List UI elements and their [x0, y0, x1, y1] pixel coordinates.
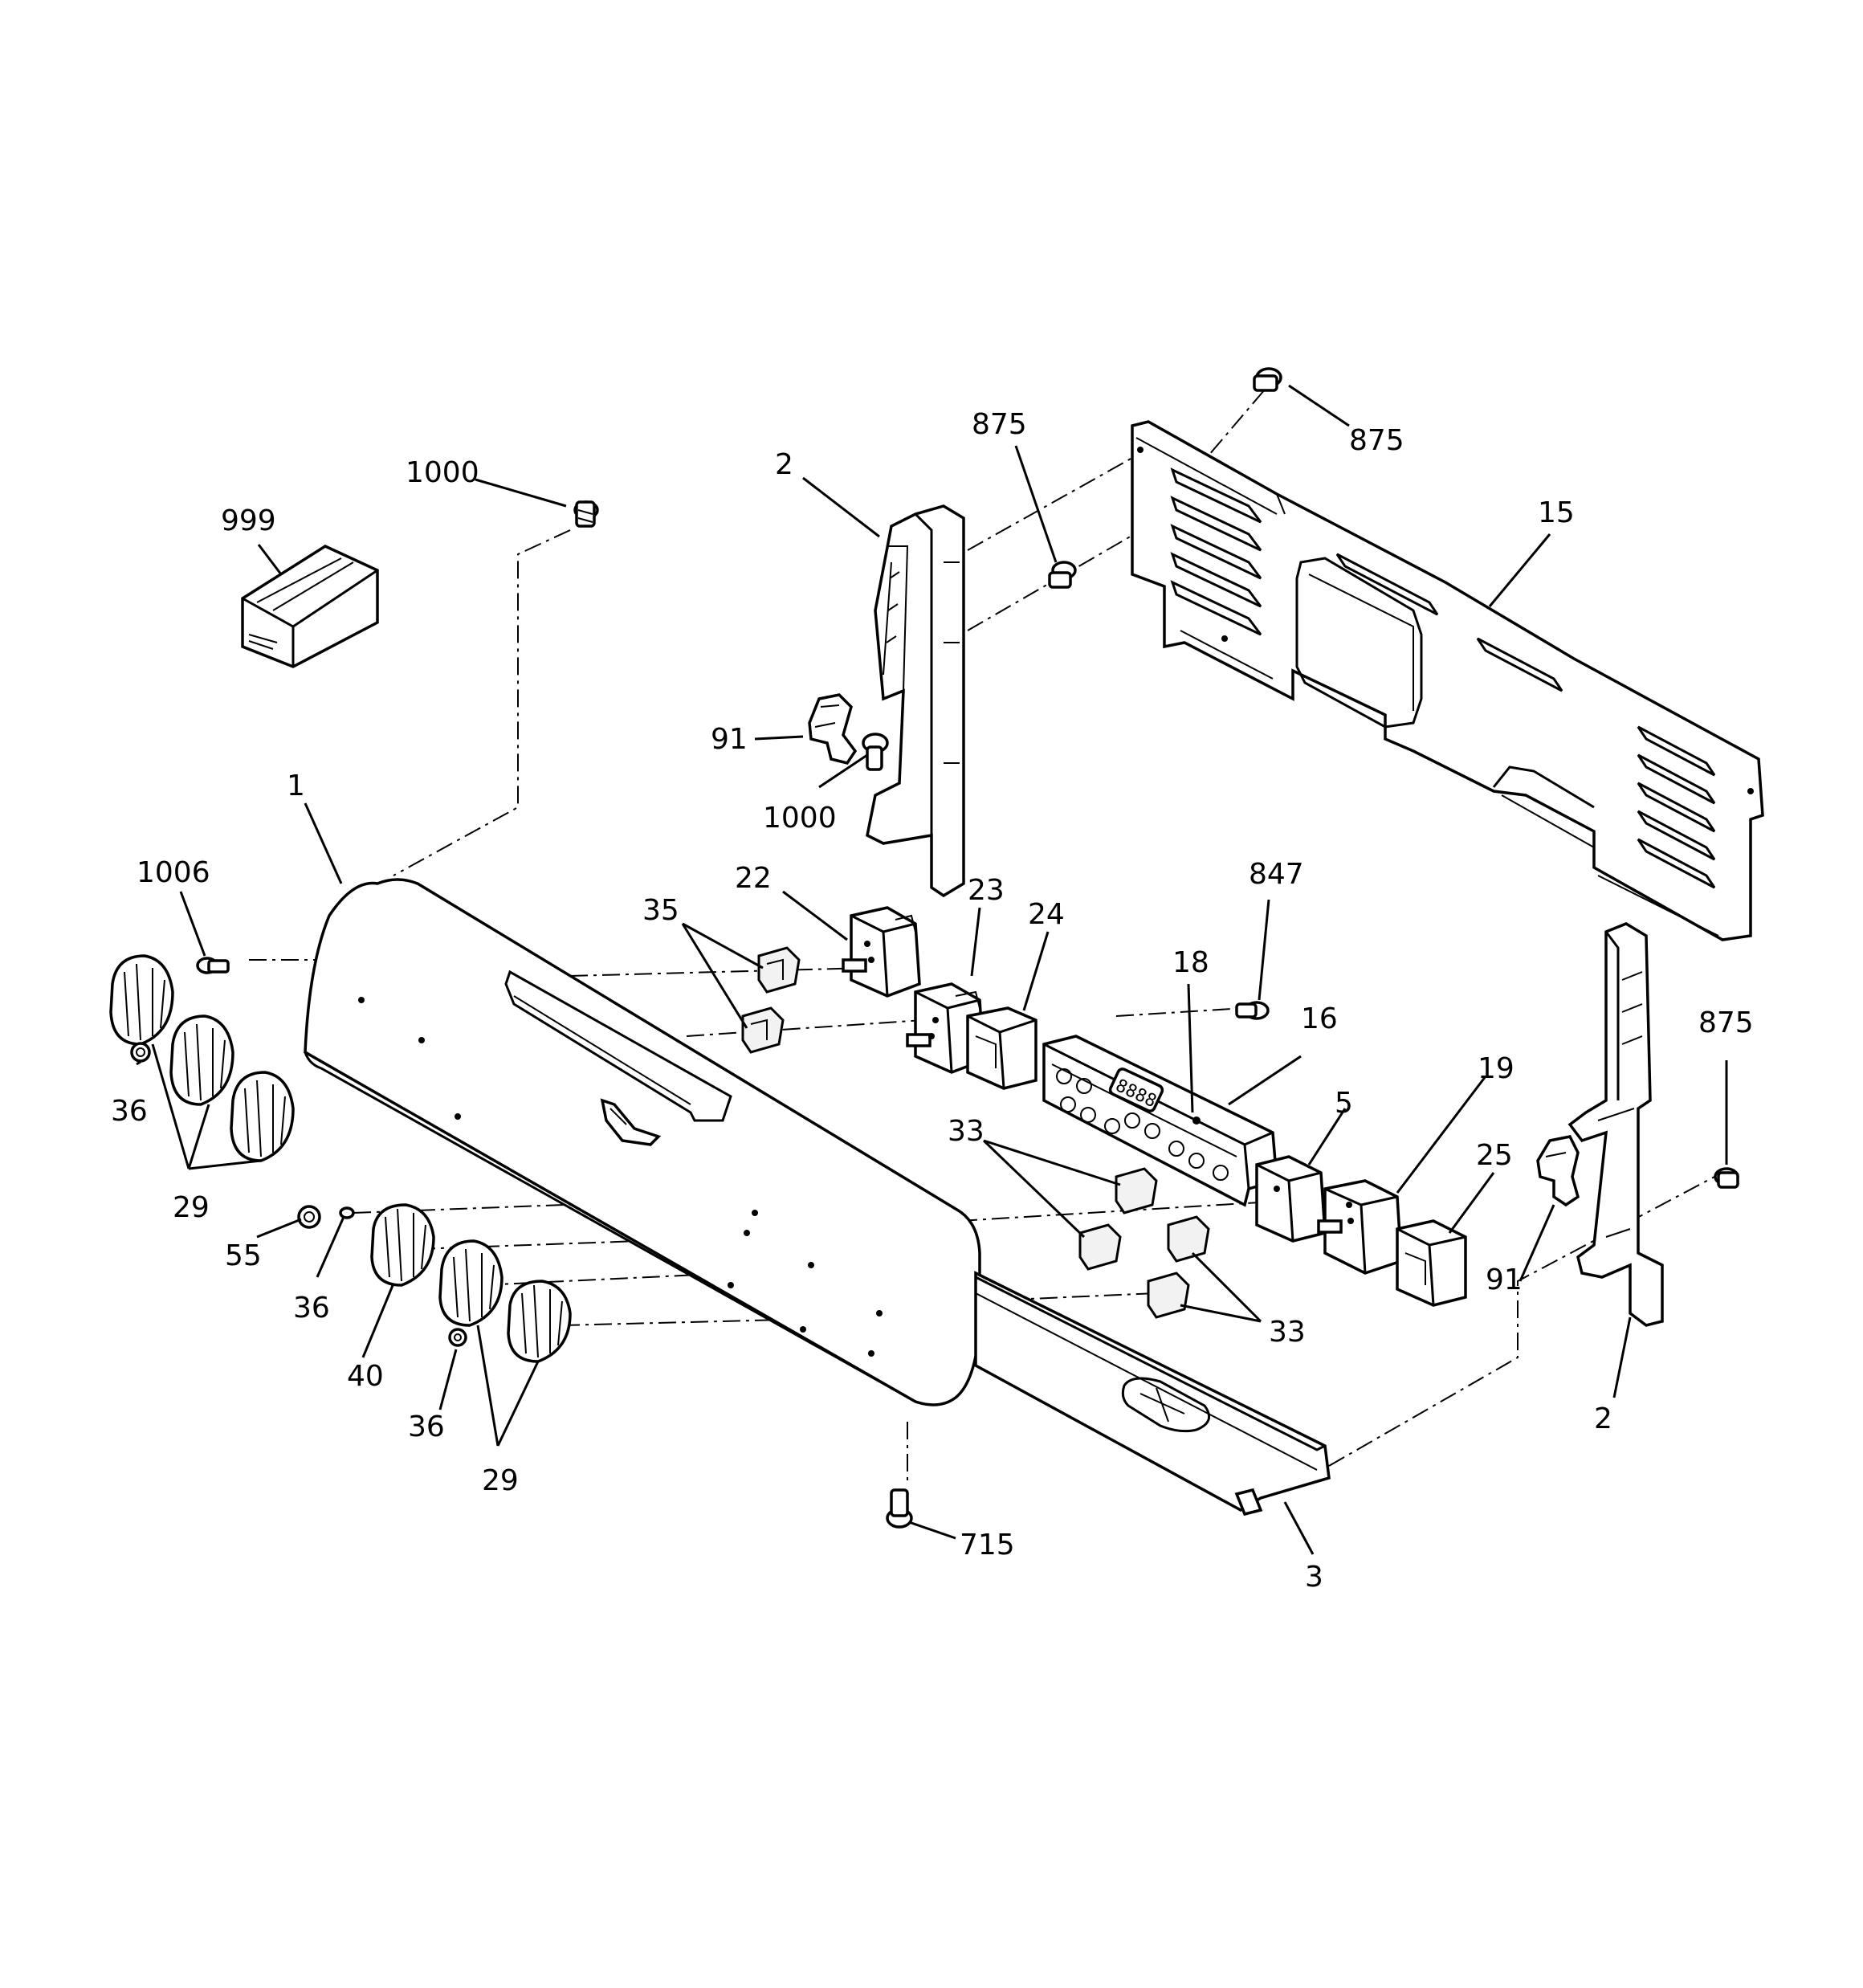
callout-36-left: 36	[111, 1095, 148, 1128]
part-1-control-panel	[304, 878, 981, 1406]
screw-1006	[196, 957, 230, 974]
part-25-switch	[1396, 1219, 1467, 1307]
callout-33-upper: 33	[948, 1115, 984, 1148]
leader-lines	[136, 384, 1728, 1555]
callout-1000-top: 1000	[406, 456, 479, 489]
callout-16: 16	[1301, 1002, 1338, 1035]
align-line-847	[1115, 1007, 1245, 1017]
callout-33-lower: 33	[1269, 1316, 1306, 1349]
align-line-lower-clip	[975, 1292, 1157, 1302]
knob-3	[230, 1071, 295, 1162]
part-2-right-bracket	[1567, 922, 1664, 1327]
part-3-lower-rail	[974, 1271, 1331, 1517]
nut-36-lower	[448, 1328, 467, 1347]
part-33-clip-b	[1078, 1223, 1122, 1271]
screw-715	[886, 1488, 913, 1529]
callout-25: 25	[1476, 1139, 1513, 1172]
callout-875-top: 875	[1349, 424, 1404, 457]
screw-847	[1235, 1001, 1270, 1020]
callout-labels: 999 1000 2 875 875 15 91 1000 1 1006 22 …	[111, 408, 1754, 1594]
screw-1000-top	[573, 500, 599, 528]
callout-1: 1	[287, 769, 305, 802]
part-24-switch	[966, 1006, 1037, 1090]
callout-40: 40	[347, 1360, 384, 1393]
screw-875-top	[1253, 367, 1282, 392]
callout-875-bracket: 875	[972, 408, 1027, 441]
part-33-clip-a	[1115, 1167, 1158, 1214]
callout-24: 24	[1028, 898, 1065, 931]
part-35-clip-a	[757, 946, 801, 994]
callout-715: 715	[960, 1529, 1015, 1561]
callout-36-lower: 36	[408, 1410, 445, 1443]
callout-5: 5	[1335, 1087, 1353, 1120]
align-line-bracket-upper	[967, 457, 1133, 551]
part-33-clip-c	[1167, 1215, 1210, 1263]
part-19-switch	[1317, 1179, 1403, 1275]
callout-29-upper: 29	[173, 1191, 210, 1224]
callout-23: 23	[968, 874, 1005, 907]
align-line-knob-4	[353, 1196, 776, 1214]
callout-29-lower: 29	[482, 1464, 519, 1497]
screw-875-bracket	[1048, 561, 1077, 589]
callout-1000-lower: 1000	[763, 802, 837, 835]
callout-55: 55	[225, 1239, 262, 1272]
callout-1006: 1006	[137, 856, 210, 889]
align-line-switch-22	[569, 967, 868, 977]
callout-999: 999	[221, 504, 276, 537]
part-15-back-panel	[1131, 420, 1764, 941]
washer-55	[297, 1205, 321, 1229]
callout-35: 35	[642, 894, 679, 927]
part-999-box	[241, 545, 379, 668]
knob-1	[109, 954, 174, 1046]
part-33-clip-d	[1147, 1272, 1190, 1319]
callout-19: 19	[1478, 1052, 1514, 1085]
screw-1000-lower	[862, 733, 889, 771]
part-91-clip-right	[1536, 1135, 1580, 1207]
part-16-electronic-control: 8888	[1042, 1035, 1278, 1207]
callout-847: 847	[1249, 858, 1304, 891]
align-line-rail-bracket	[1328, 1176, 1715, 1467]
part-35-clip-b	[741, 1006, 785, 1054]
part-5-switch	[1255, 1155, 1327, 1243]
callout-22: 22	[735, 862, 772, 895]
callout-18: 18	[1172, 946, 1209, 979]
screw-875-right	[1714, 1167, 1739, 1189]
part-2-left-bracket	[866, 504, 965, 898]
nut-36-left	[130, 1042, 151, 1063]
callout-91-top: 91	[711, 723, 748, 756]
part-91-clip-top	[808, 693, 858, 765]
callout-36-middle: 36	[293, 1292, 330, 1325]
align-line-1000-top	[393, 529, 571, 876]
callout-2-upper: 2	[775, 448, 793, 481]
callout-2-lower: 2	[1594, 1402, 1612, 1435]
callout-15: 15	[1538, 496, 1575, 529]
screw-36-middle	[339, 1206, 355, 1219]
knob-6	[507, 1280, 572, 1363]
callout-91-right: 91	[1486, 1263, 1523, 1296]
callout-875-right: 875	[1698, 1006, 1754, 1039]
knob-5	[438, 1239, 503, 1327]
knob-2	[169, 1014, 234, 1106]
align-line-switch-23	[686, 1019, 924, 1037]
callout-3: 3	[1305, 1561, 1323, 1594]
knob-4	[370, 1203, 435, 1287]
part-22-switch	[842, 906, 921, 998]
